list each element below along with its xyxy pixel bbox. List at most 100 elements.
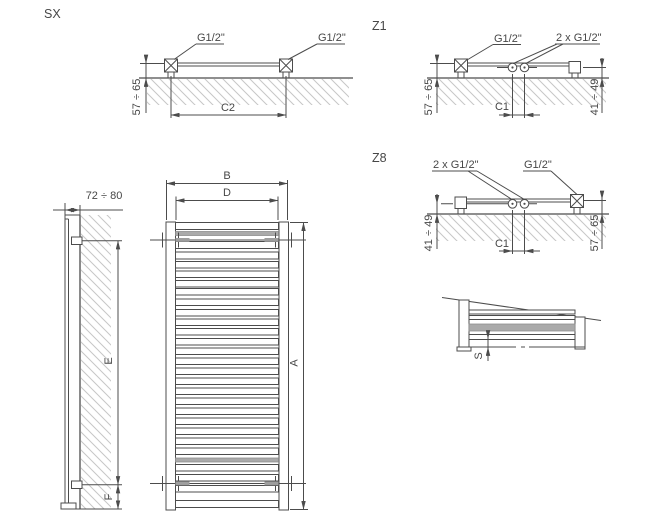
tube-rung <box>175 241 279 249</box>
leader-center-conn <box>512 43 600 65</box>
tube-rung <box>175 357 279 365</box>
dim-overall-width: B <box>223 170 230 182</box>
tube-rung <box>175 318 279 326</box>
center-conn-axis <box>441 200 606 205</box>
tube-rung <box>468 315 576 320</box>
end-block <box>568 61 581 78</box>
tube-rung <box>468 334 576 340</box>
tube-rung <box>175 457 279 463</box>
connection-label: 2 x G1/2" <box>433 159 479 171</box>
tube-rung <box>175 474 279 482</box>
bracket-top <box>71 236 83 245</box>
wall-hatch <box>436 79 606 105</box>
line-break <box>516 346 521 348</box>
collector-right <box>574 316 586 350</box>
collector-foot <box>456 346 472 352</box>
leader-side-conn <box>466 44 521 61</box>
dim-center-spacing: C1 <box>495 238 509 250</box>
connection-label: G1/2" <box>524 159 552 171</box>
view-title-z1: Z1 <box>372 19 387 33</box>
dim-bracket-spacing: E <box>103 357 115 364</box>
view-sx-top: SX G1/2" G1/2" 57 ÷ 65 C2 <box>44 7 353 118</box>
central-connections <box>507 62 530 73</box>
tube-top-view <box>467 62 569 67</box>
end-block <box>454 196 467 214</box>
view-detail-bottom: S <box>441 297 602 361</box>
dim-bottom-offset: F <box>103 493 115 500</box>
fitting-side <box>454 58 468 78</box>
fitting-right <box>279 58 293 78</box>
dim-extension <box>170 76 287 118</box>
detail-tubes <box>468 309 576 340</box>
tube-rung <box>175 298 279 306</box>
tube-rung <box>468 309 576 315</box>
fitting-side <box>570 194 584 214</box>
dim-wall-distance-center: 41 ÷ 49 <box>589 79 601 116</box>
tube-rung <box>175 407 279 415</box>
bracket-axis <box>82 240 122 486</box>
dim-wall-distance-center: 41 ÷ 49 <box>423 215 435 252</box>
tube-rung <box>175 464 279 472</box>
tube-rung <box>175 280 279 288</box>
front-tubes <box>175 222 279 508</box>
dim-connection-width: D <box>223 187 231 199</box>
connection-label: G1/2" <box>318 32 346 44</box>
tube-rung <box>175 251 279 260</box>
view-title-z8: Z8 <box>372 151 387 165</box>
wall-hatch <box>436 215 606 241</box>
view-title-sx: SX <box>44 7 61 21</box>
tube-rung <box>175 309 279 317</box>
tube-rung <box>175 485 279 493</box>
connection-label: 2 x G1/2" <box>556 32 602 44</box>
dim-wall-distance-side: 57 ÷ 65 <box>589 215 601 252</box>
tube-rung <box>175 447 279 455</box>
central-connections <box>507 199 530 209</box>
tube-rung <box>175 500 279 508</box>
bracket-row-bottom <box>150 476 306 491</box>
tube-rung <box>175 387 279 395</box>
tube-rung <box>175 377 279 385</box>
tube-rung <box>175 328 279 336</box>
tube-top-view <box>467 198 571 203</box>
collector-left <box>458 299 470 351</box>
fitting-left <box>164 58 178 78</box>
dim-height: A <box>289 359 301 367</box>
bracket-row-top <box>150 232 306 248</box>
tube-rung <box>175 437 279 445</box>
view-z1-top: Z1 G1/2" 2 x G1/2" 57 ÷ 65 41 ÷ 49 <box>372 19 609 118</box>
tube-rung <box>175 397 279 405</box>
radiator-foot <box>60 502 77 510</box>
tube-rung <box>175 417 279 425</box>
tube-rung <box>175 231 279 236</box>
leader-side-conn <box>523 170 578 195</box>
tube-rung <box>175 427 279 435</box>
line-break <box>525 346 529 348</box>
tube-rung <box>175 270 279 278</box>
bracket-bottom <box>71 480 83 489</box>
leader-left <box>173 43 224 60</box>
tube-rung <box>468 323 576 332</box>
view-side: 72 ÷ 80 E F <box>53 190 123 510</box>
tube-rung <box>175 367 279 375</box>
collector-left <box>165 221 176 511</box>
collector-right <box>278 221 289 511</box>
tube-rung <box>175 222 279 230</box>
wall-hatch <box>81 215 111 509</box>
dim-wall-offset: 72 ÷ 80 <box>86 190 123 202</box>
dim-wall-distance: 57 ÷ 65 <box>131 79 143 116</box>
dim-axis-spacing: C2 <box>221 102 235 114</box>
tube-rung <box>175 338 279 346</box>
tube-rung <box>175 288 279 296</box>
view-front: B D A <box>150 170 308 511</box>
wall-hatch <box>147 79 349 105</box>
tube-rung <box>175 347 279 355</box>
connection-label: G1/2" <box>494 33 522 45</box>
dim-extension <box>166 180 288 220</box>
tube-rung <box>175 261 279 269</box>
leader-center-conn <box>432 170 525 200</box>
dim-center-spacing: C1 <box>495 101 509 113</box>
leader-right <box>287 43 345 60</box>
dim-bottom-offset-s: S <box>473 352 485 359</box>
